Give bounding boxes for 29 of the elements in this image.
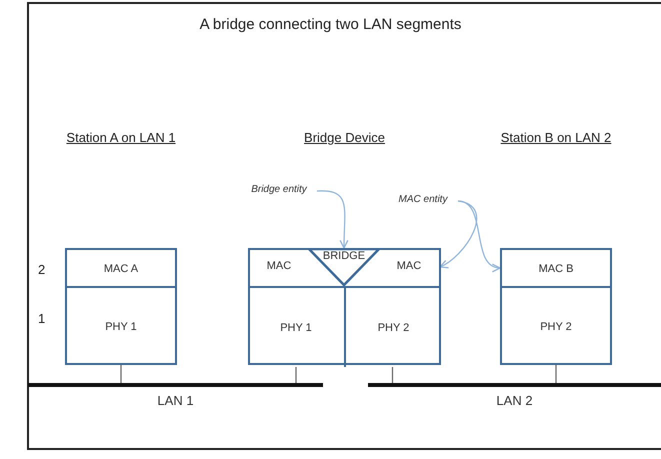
layer-label: MAC B [538,263,574,275]
arrow [458,200,501,271]
arrow [439,200,478,268]
layer-number: 1 [38,311,46,326]
title: A bridge connecting two LAN segments [198,16,462,33]
bridge-box [248,248,441,365]
arrow [317,190,349,249]
layer-label: BRIDGE [322,250,366,262]
bridge-triangle [308,248,380,286]
layer-label: MAC [266,260,292,272]
layer-label: PHY 2 [539,320,573,332]
lan-label: LAN 2 [495,393,534,408]
annotation-text: Bridge entity [250,184,308,195]
layer-label: PHY 1 [279,322,313,334]
connector-line [392,367,394,383]
station-heading: Station A on LAN 1 [65,129,177,147]
connector-line [120,365,122,383]
layer-label: MAC A [102,263,140,275]
layer-label: PHY 2 [376,322,410,334]
layer-label: MAC [396,260,422,272]
connector-line [555,365,557,383]
layer-label: PHY 1 [104,320,138,332]
layer-cell [344,286,441,367]
station-heading: Bridge Device [303,129,386,147]
layer-number: 2 [38,262,46,277]
station-heading: Station B on LAN 2 [500,129,612,147]
connector-line [295,367,297,383]
lan-label: LAN 1 [156,393,195,408]
annotation-text: MAC entity [398,194,449,205]
